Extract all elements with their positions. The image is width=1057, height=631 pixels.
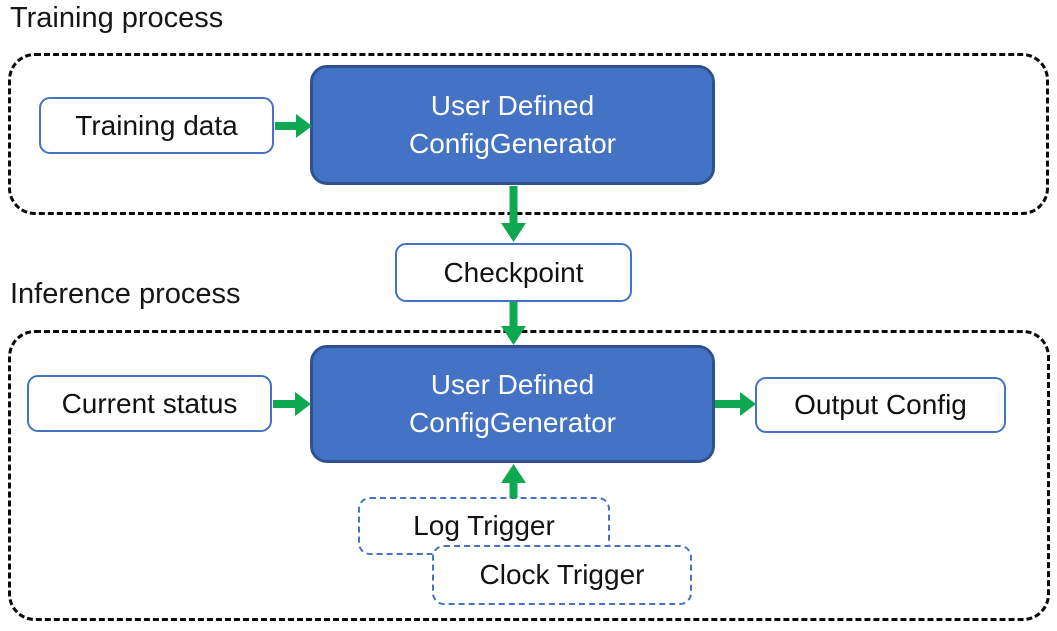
training-section-label: Training process	[10, 2, 224, 34]
inference-section-label: Inference process	[10, 278, 241, 310]
current-status-box: Current status	[27, 375, 272, 432]
arrow-training-data-to-generator-icon	[275, 112, 312, 140]
inference-region-outline	[8, 330, 1050, 621]
arrow-current-status-to-generator-icon	[273, 390, 311, 418]
checkpoint-box: Checkpoint	[395, 243, 632, 302]
training-region-outline	[8, 53, 1049, 215]
arrow-generator-to-output-config-icon	[715, 390, 756, 418]
training-config-generator-box: User Defined ConfigGenerator	[310, 65, 715, 185]
arrow-triggers-to-generator-icon	[500, 464, 527, 498]
output-config-box: Output Config	[755, 377, 1006, 433]
training-data-box: Training data	[39, 97, 274, 154]
arrow-generator-to-checkpoint-icon	[500, 186, 527, 242]
inference-config-generator-box: User Defined ConfigGenerator	[310, 345, 715, 463]
clock-trigger-box: Clock Trigger	[432, 545, 692, 605]
arrow-checkpoint-to-generator-icon	[500, 302, 527, 345]
